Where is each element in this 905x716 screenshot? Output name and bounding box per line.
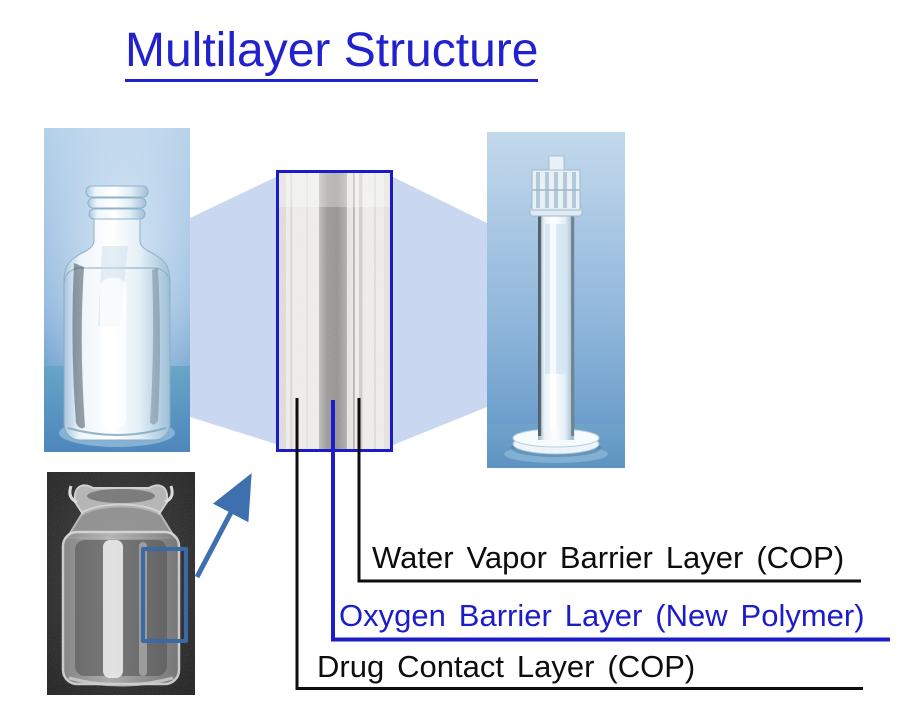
zoom-trapezoid-left [190, 177, 276, 444]
page-title: Multilayer Structure [125, 25, 539, 83]
marked-region-rect [141, 547, 188, 643]
water-vapor-label: Water Vapor Barrier Layer (COP) [372, 540, 845, 575]
vial-photo [44, 128, 190, 452]
vial-glass [63, 185, 171, 441]
top-fade [279, 173, 390, 207]
cross-section-micrograph [279, 173, 390, 449]
oxygen-barrier-label: Oxygen Barrier Layer (New Polymer) [339, 598, 865, 633]
drug-contact-label: Drug Contact Layer (COP) [317, 649, 696, 684]
overall-grain [279, 173, 390, 449]
zoom-trapezoid-right [393, 177, 487, 445]
cross-section-frame [276, 170, 393, 452]
cut-vial-photo [47, 472, 195, 695]
